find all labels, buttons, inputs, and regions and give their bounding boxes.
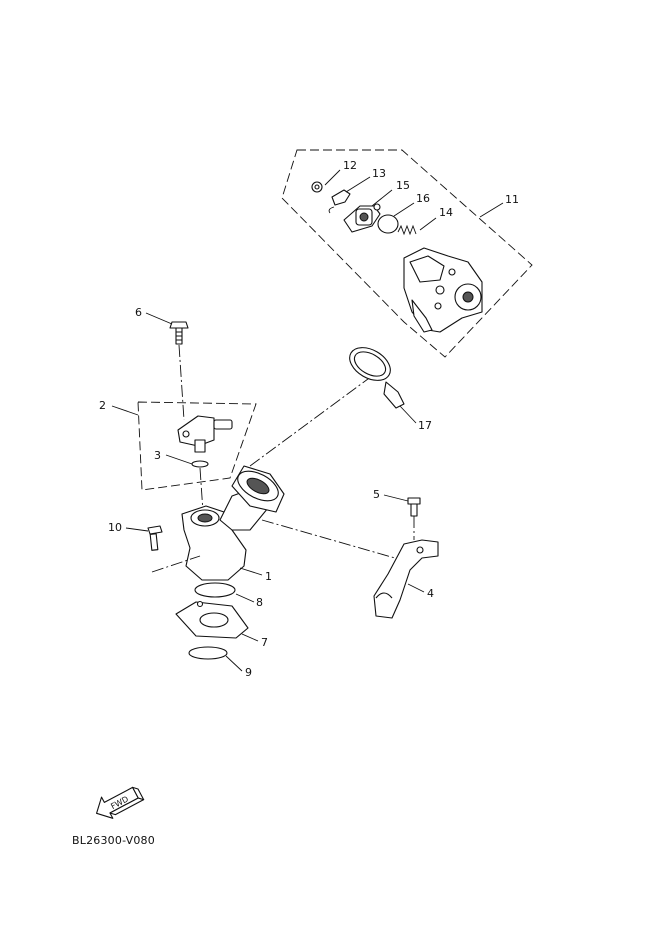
callout-13: 13 xyxy=(372,167,386,180)
callout-17: 17 xyxy=(418,419,432,432)
part-11-throttle-body xyxy=(403,247,483,333)
part-5-bolt xyxy=(407,497,421,517)
callout-7: 7 xyxy=(261,636,268,649)
leader-lines xyxy=(111,169,504,672)
callout-10: 10 xyxy=(108,521,122,534)
part-8-gasket xyxy=(194,582,236,598)
diagram-code: BL26300-V080 xyxy=(72,834,155,847)
group-11-boundary xyxy=(281,149,533,358)
callout-6: 6 xyxy=(135,306,142,319)
part-10-bolt xyxy=(147,525,163,551)
callout-11: 11 xyxy=(505,193,519,206)
part-13-bracket xyxy=(328,189,351,214)
part-16-ball xyxy=(377,214,399,234)
part-9-o-ring xyxy=(188,646,228,660)
callout-2: 2 xyxy=(99,399,106,412)
fwd-direction-arrow: FWD xyxy=(96,786,145,819)
callout-5: 5 xyxy=(373,488,380,501)
part-17-clamp-band xyxy=(349,347,405,409)
part-4-bracket xyxy=(373,539,439,619)
callout-15: 15 xyxy=(396,179,410,192)
callout-12: 12 xyxy=(343,159,357,172)
part-7-insulator xyxy=(175,600,249,639)
part-intake-joint xyxy=(231,465,285,513)
part-6-bolt xyxy=(169,321,189,345)
callout-9: 9 xyxy=(245,666,252,679)
callout-16: 16 xyxy=(416,192,430,205)
callout-14: 14 xyxy=(439,206,453,219)
part-15-throttle-drum xyxy=(343,203,381,233)
part-12-nut xyxy=(311,181,323,193)
part-2-sensor xyxy=(177,415,233,453)
part-14-spring xyxy=(397,224,417,236)
callout-1: 1 xyxy=(265,570,272,583)
callout-4: 4 xyxy=(427,587,434,600)
part-3-o-ring xyxy=(191,460,209,468)
callout-8: 8 xyxy=(256,596,263,609)
callout-3: 3 xyxy=(154,449,161,462)
group-2-boundary xyxy=(137,401,257,491)
